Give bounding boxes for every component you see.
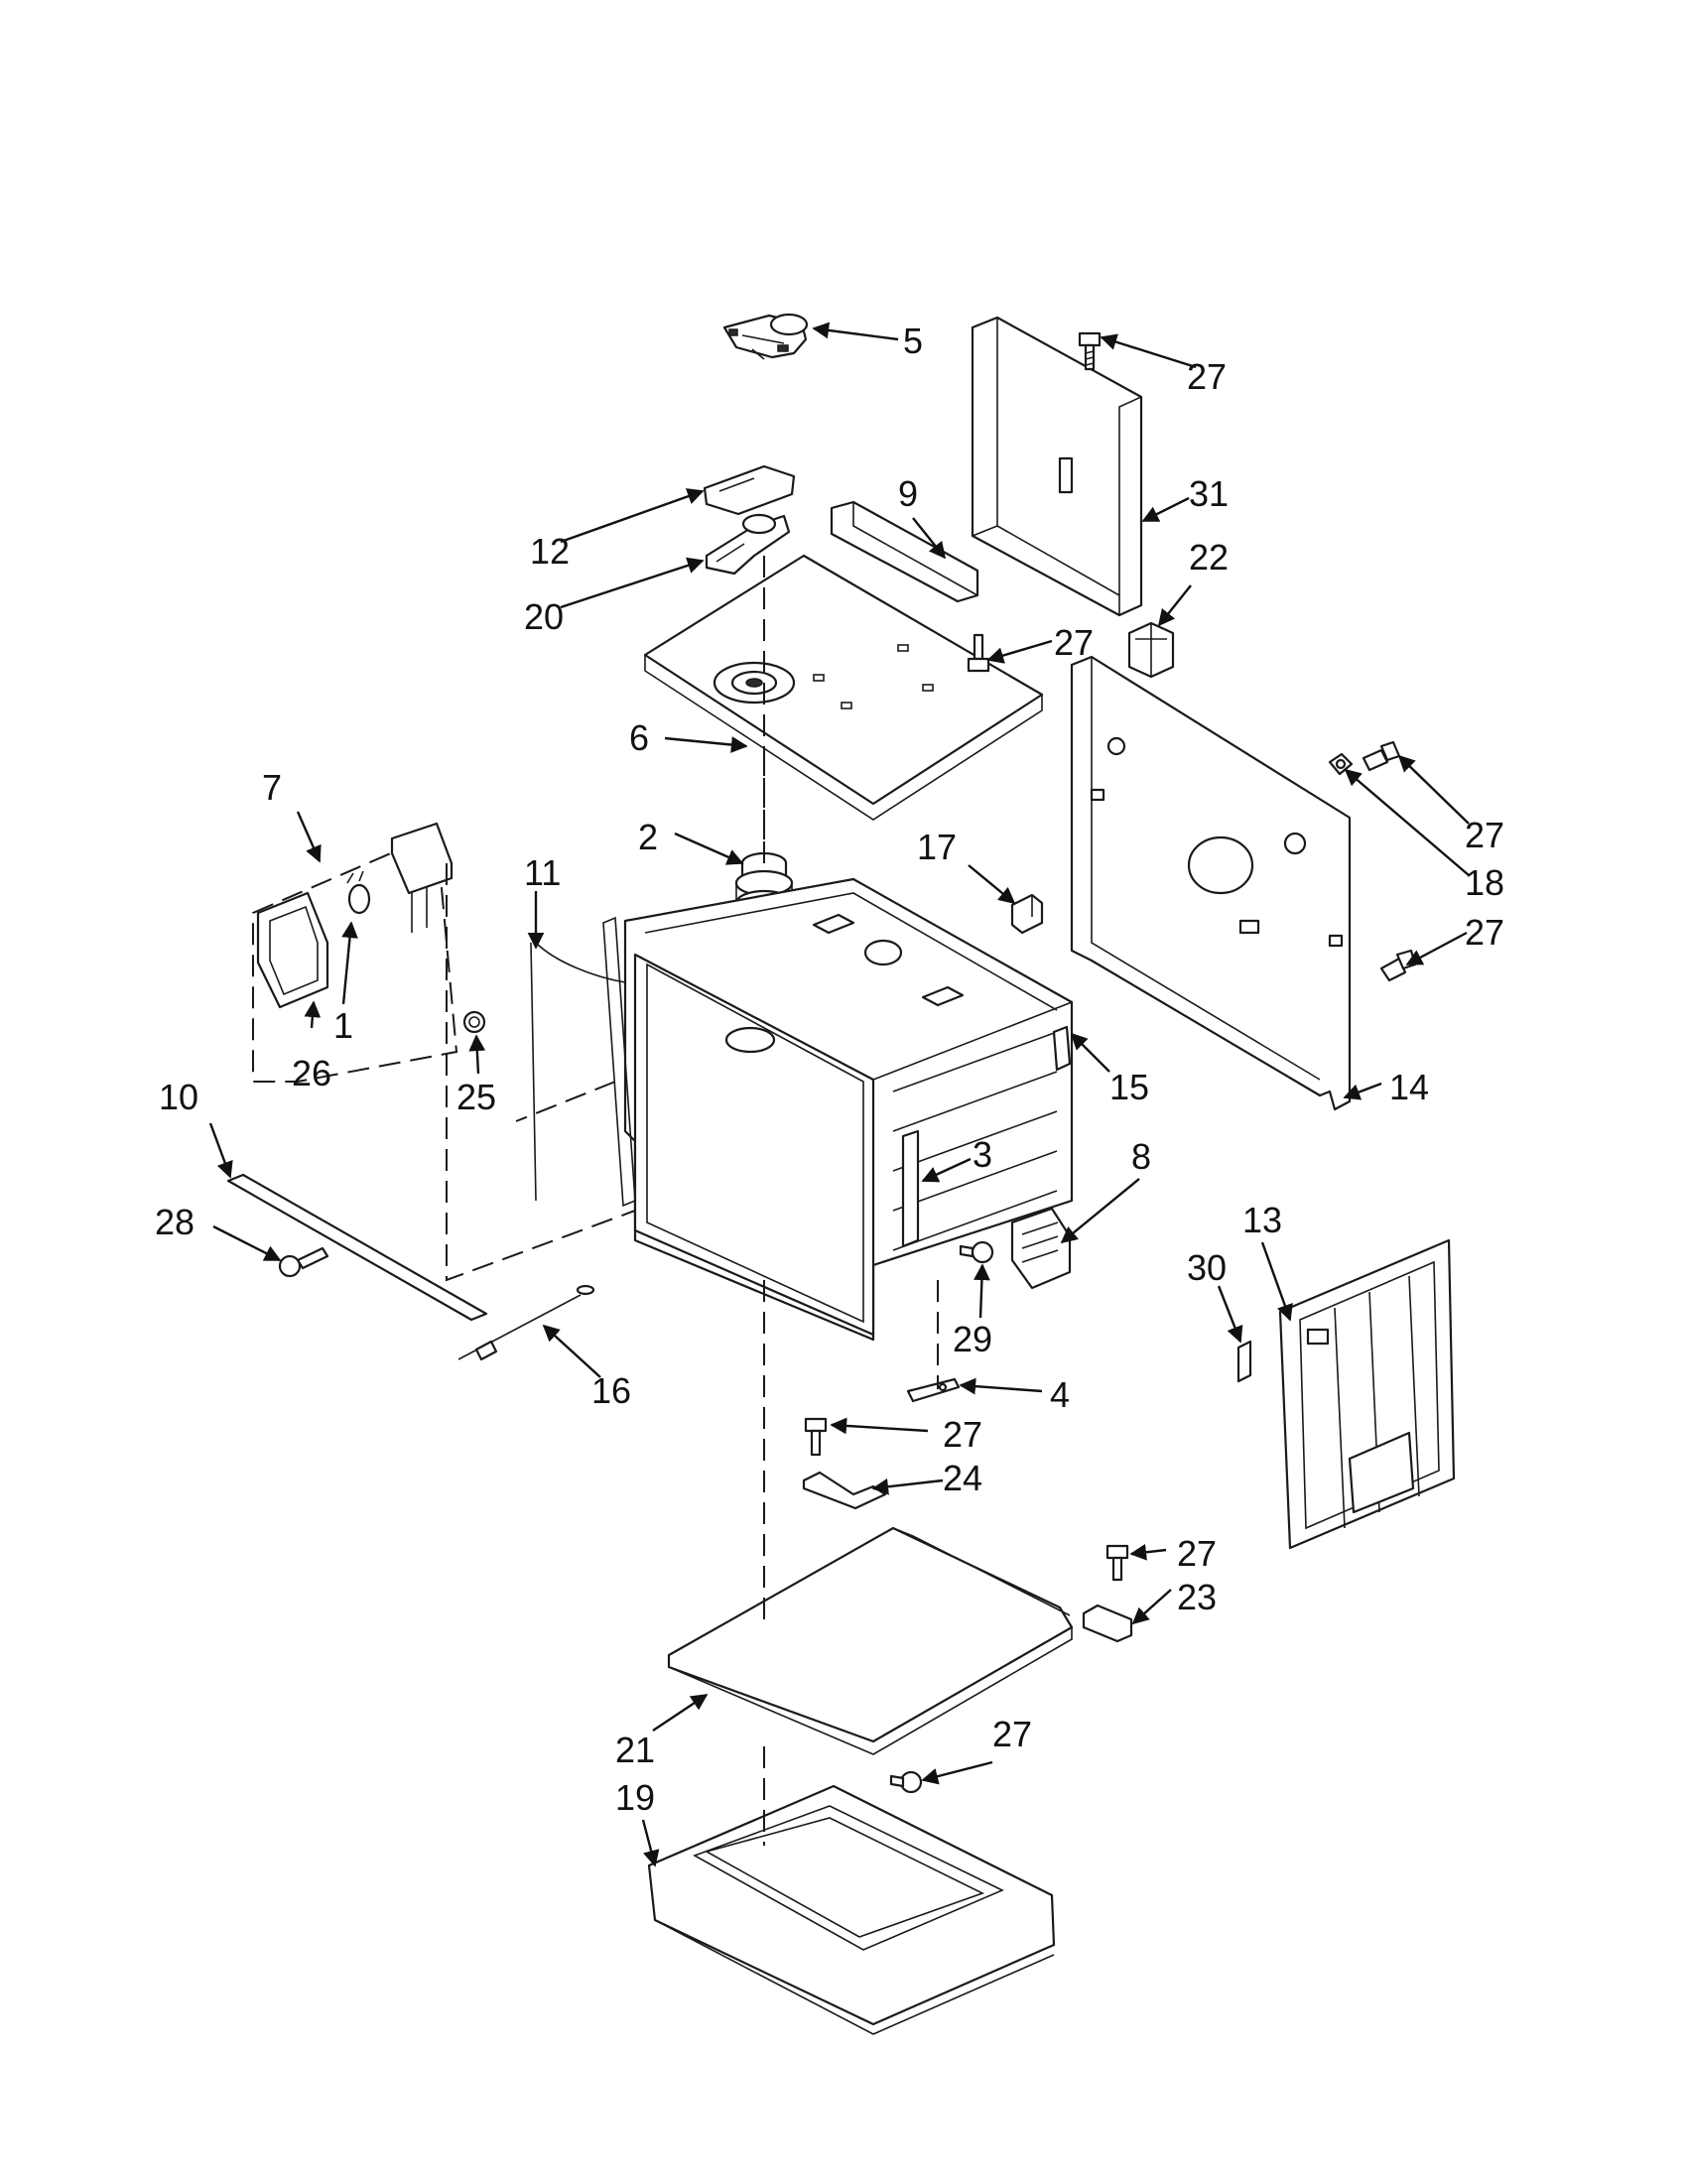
callout-17: 17 (917, 827, 957, 867)
part-6-top-panel (643, 554, 1044, 821)
callout-26: 26 (292, 1053, 331, 1093)
callout-13: 13 (1242, 1200, 1282, 1240)
callout-12: 12 (530, 531, 570, 572)
callout-1: 1 (333, 1005, 353, 1046)
callout-14: 14 (1389, 1067, 1429, 1107)
part-27-screw-right-lower (1379, 949, 1417, 982)
callout-8: 8 (1131, 1136, 1151, 1177)
callout-3: 3 (973, 1134, 992, 1175)
callout-9: 9 (898, 473, 918, 514)
callout-31: 31 (1189, 473, 1229, 514)
part-14-rear-panel (1070, 655, 1352, 1111)
part-27-screw-bottom (889, 1770, 923, 1794)
callout-16: 16 (591, 1370, 631, 1411)
callout-7: 7 (262, 767, 282, 808)
part-16-sensor (457, 1284, 595, 1361)
part-12-vent-cover (703, 464, 796, 516)
part-24-bracket (802, 1471, 887, 1510)
callout-5: 5 (903, 321, 923, 361)
part-3-side-bracket (901, 1129, 920, 1248)
callout-25: 25 (456, 1077, 496, 1117)
callout-21: 21 (615, 1730, 655, 1770)
part-20-vent-bracket (705, 513, 791, 576)
part-30-bracket (1236, 1340, 1252, 1383)
part-15-latch (1052, 1025, 1072, 1072)
callout-10: 10 (159, 1077, 198, 1117)
callout-labels: 5 27 31 12 9 20 22 27 6 7 2 17 27 18 11 … (155, 321, 1504, 1818)
part-9-baffle (830, 500, 979, 603)
leader-lines (208, 321, 1470, 1867)
callout-19: 19 (615, 1777, 655, 1818)
callout-11: 11 (524, 852, 561, 893)
callout-27: 27 (943, 1414, 982, 1455)
part-11-gasket (530, 942, 626, 1202)
part-13-side-panel (1278, 1238, 1456, 1550)
part-29-screw (959, 1240, 994, 1264)
callout-6: 6 (629, 717, 649, 758)
part-19-base-pan (647, 1784, 1056, 2035)
callout-29: 29 (953, 1319, 992, 1359)
part-27-screw-bracket (804, 1417, 828, 1457)
callout-15: 15 (1109, 1067, 1149, 1107)
callout-27: 27 (1177, 1533, 1217, 1574)
part-27-screw-top (1078, 331, 1102, 371)
part-27-screw-mid (967, 633, 990, 673)
callout-2: 2 (638, 817, 658, 857)
part-23-bracket (1082, 1604, 1133, 1643)
callout-20: 20 (524, 596, 564, 637)
part-27-screw-right-upper (1362, 740, 1401, 772)
part-28-screw (278, 1246, 329, 1278)
oven-cavity (602, 877, 1074, 1342)
part-21-bottom-panel (667, 1526, 1074, 1755)
alignment-lines (446, 556, 939, 1846)
callout-30: 30 (1187, 1247, 1227, 1288)
part-7-light-assembly-group (252, 822, 458, 1083)
part-17-bracket (1010, 893, 1044, 935)
part-22-bracket (1127, 621, 1175, 679)
part-31-rear-upper-panel (971, 316, 1143, 617)
part-27-screw-lower-right (1105, 1544, 1129, 1582)
callout-27: 27 (992, 1714, 1032, 1754)
part-8-vent-grille (1010, 1207, 1072, 1290)
part-25-plug (462, 1010, 486, 1034)
part-10-trim-rail (226, 1173, 488, 1322)
callout-22: 22 (1189, 537, 1229, 578)
callout-4: 4 (1050, 1374, 1070, 1415)
callout-27: 27 (1465, 815, 1504, 855)
callout-27: 27 (1187, 356, 1227, 397)
part-5-thermostat (722, 313, 809, 360)
callout-28: 28 (155, 1202, 195, 1242)
callout-18: 18 (1465, 862, 1504, 903)
part-18-clip (1328, 752, 1354, 776)
callout-24: 24 (943, 1458, 982, 1498)
callout-27: 27 (1465, 912, 1504, 953)
callout-27: 27 (1054, 622, 1094, 663)
part-4-strap (906, 1377, 961, 1403)
callout-23: 23 (1177, 1577, 1217, 1617)
